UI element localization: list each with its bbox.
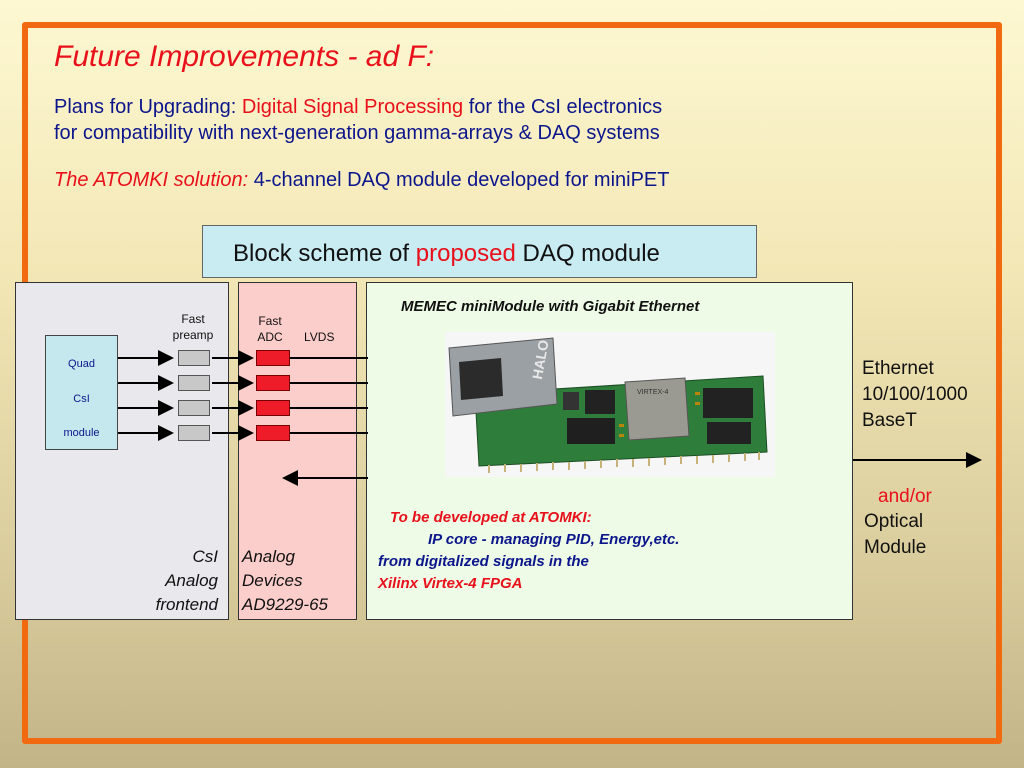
fast-preamp-label: Fast preamp (160, 311, 226, 343)
fast-adc-label-1: Fast (258, 314, 282, 328)
lvds-label: LVDS (304, 330, 335, 344)
quad-label-1: Quad (68, 358, 95, 370)
adc-panel (238, 282, 357, 620)
virtex-text: VIRTEX-4 (637, 389, 668, 396)
to-develop-label: To be developed at ATOMKI: (390, 509, 592, 526)
fast-preamp-label-1: Fast (181, 312, 205, 326)
fpga-text: Xilinx Virtex-4 FPGA (378, 575, 523, 592)
scheme-title-box: Block scheme of proposed DAQ module (202, 225, 757, 278)
optical-line-2: Module (864, 537, 927, 558)
ethernet-label: Ethernet 10/100/1000 BaseT (862, 356, 968, 434)
fast-adc-label-2: ADC (257, 330, 283, 344)
solution-label: The ATOMKI solution: (54, 169, 249, 191)
memec-title: MEMEC miniModule with Gigabit Ethernet (401, 298, 700, 315)
plans-line-2: for compatibility with next-generation g… (54, 122, 660, 144)
fast-adc-label: Fast ADC (250, 313, 290, 345)
adc-block (256, 400, 290, 416)
adc-block (256, 350, 290, 366)
frontend-line-2: Analog (165, 571, 218, 590)
digitalized-signals-text: from digitalized signals in the (378, 553, 589, 570)
analog-devices-line-2: Devices (242, 571, 303, 590)
adc-block (256, 375, 290, 391)
fast-preamp-label-2: preamp (172, 328, 214, 342)
optical-line-1: Optical (864, 511, 924, 532)
slide-title: Future Improvements - ad F: (54, 40, 435, 73)
analog-devices-line-3: AD9229-65 (242, 595, 329, 614)
plans-highlight: Digital Signal Processing (241, 96, 464, 118)
halo-text: HALO (529, 339, 552, 381)
preamp-block (178, 425, 210, 441)
preamp-block (178, 350, 210, 366)
quad-label-2: CsI (73, 393, 90, 405)
plans-line-1: Plans for Upgrading: Digital Signal Proc… (54, 96, 662, 119)
ethernet-line-1: Ethernet (862, 358, 934, 379)
scheme-prefix: Block scheme of (233, 240, 410, 267)
minimodule-board-photo: HALO VIRTEX-4 (445, 332, 775, 477)
plans-suffix: for the CsI electronics (468, 96, 663, 118)
csi-analog-frontend-caption: CsI Analog frontend (122, 545, 218, 617)
adc-block (256, 425, 290, 441)
analog-devices-line-1: Analog (242, 547, 295, 566)
ethernet-line-3: BaseT (862, 410, 917, 431)
scheme-suffix: DAQ module (522, 240, 660, 267)
plans-prefix: Plans for Upgrading: (54, 96, 237, 118)
solution-text: 4-channel DAQ module developed for miniP… (253, 169, 670, 191)
andor-label: and/or (878, 486, 932, 507)
input-arrows (118, 350, 368, 441)
quad-label-3: module (63, 427, 100, 439)
ip-core-text: IP core - managing PID, Energy,etc. (428, 531, 680, 548)
frontend-line-1: CsI (192, 547, 219, 566)
frontend-line-3: frontend (155, 595, 218, 614)
ethernet-line-2: 10/100/1000 (862, 384, 968, 405)
scheme-highlight: proposed (415, 240, 516, 267)
preamp-block (178, 375, 210, 391)
analog-devices-caption: Analog Devices AD9229-65 (242, 545, 354, 617)
quad-csi-module: Quad CsI module (45, 335, 118, 450)
preamp-block (178, 400, 210, 416)
optical-module-label: Optical Module (864, 509, 926, 561)
solution-line: The ATOMKI solution: 4-channel DAQ modul… (54, 169, 670, 192)
